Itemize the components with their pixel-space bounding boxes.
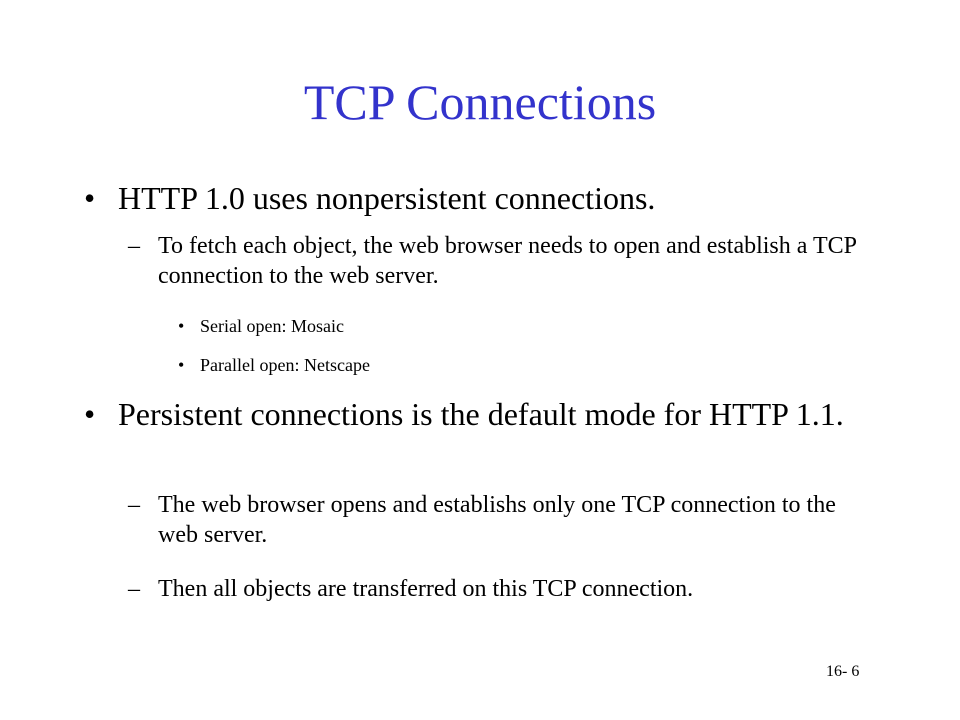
dash-marker: – [128, 233, 140, 259]
bullet-text: Persistent connections is the default mo… [118, 396, 844, 432]
subbullet-text: The web browser opens and establishs onl… [158, 492, 836, 548]
bullet-marker: • [84, 396, 96, 432]
page-number: 16- 6 [826, 663, 860, 680]
slide-title: TCP Connections [303, 74, 657, 130]
subbullet-opens-one-connection: – The web browser opens and establishs o… [128, 490, 868, 550]
subbullet-fetch-each-object: – To fetch each object, the web browser … [128, 231, 868, 291]
dash-marker: – [128, 576, 140, 602]
subsubbullet-serial-open: • Serial open: Mosaic [178, 314, 778, 338]
subsubbullet-parallel-open: • Parallel open: Netscape [178, 353, 778, 377]
subbullet-text: To fetch each object, the web browser ne… [158, 233, 857, 289]
bullet-marker: • [84, 180, 96, 216]
subsubbullet-text: Serial open: Mosaic [200, 316, 344, 336]
bullet-text: HTTP 1.0 uses nonpersistent connections. [118, 180, 656, 216]
subsubbullet-text: Parallel open: Netscape [200, 355, 370, 375]
dash-marker: – [128, 492, 140, 518]
bullet-marker: • [178, 355, 185, 375]
bullet-marker: • [178, 316, 185, 336]
subbullet-text: Then all objects are transferred on this… [158, 576, 694, 602]
subbullet-objects-transferred: – Then all objects are transferred on th… [128, 574, 868, 604]
bullet-persistent-default: • Persistent connections is the default … [84, 394, 884, 434]
bullet-http10-nonpersistent: • HTTP 1.0 uses nonpersistent connection… [84, 178, 884, 218]
